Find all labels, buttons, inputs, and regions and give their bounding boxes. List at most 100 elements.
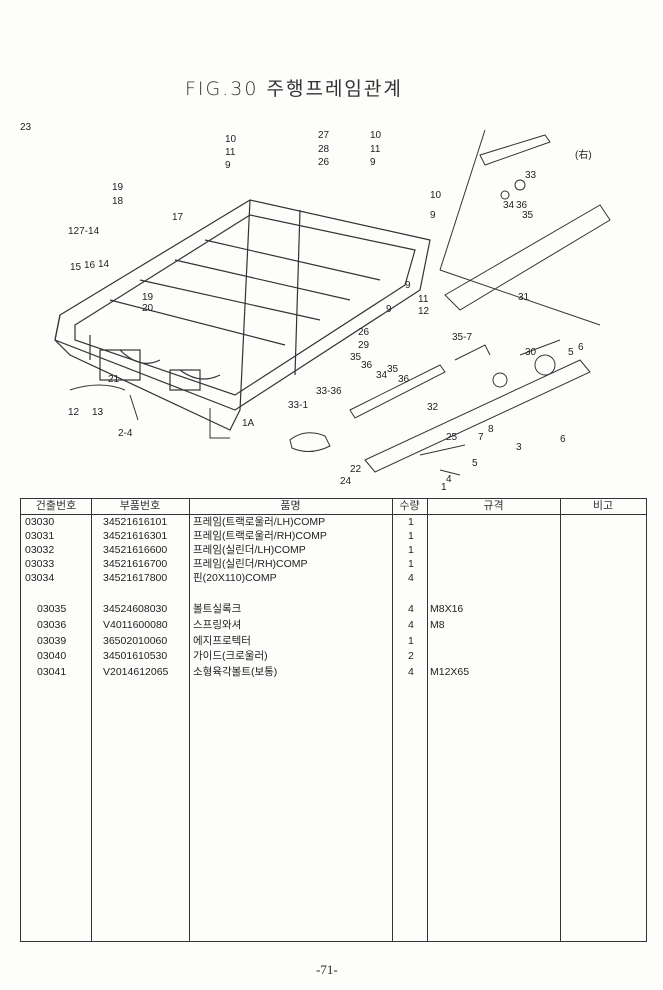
callout-label: 18 bbox=[112, 196, 124, 207]
callout-label: 32 bbox=[427, 402, 439, 413]
callout-label: 11 bbox=[225, 147, 236, 158]
row-ref: 03030 bbox=[25, 516, 55, 528]
callout-label: 12 bbox=[418, 306, 430, 317]
row-part: 34524608030 bbox=[103, 603, 168, 615]
row-part: V2014612065 bbox=[103, 666, 169, 678]
header-remarks: 비고 bbox=[560, 499, 646, 515]
callout-label: 34 bbox=[376, 370, 388, 381]
header-part-number: 부품번호 bbox=[91, 499, 189, 515]
row-name: 볼트실록크 bbox=[193, 603, 242, 615]
callout-label: 6 bbox=[578, 342, 584, 353]
callout-label: 13 bbox=[92, 407, 104, 418]
column-divider bbox=[392, 499, 393, 941]
row-part: 36502010060 bbox=[103, 635, 168, 647]
callout-label: 35-7 bbox=[452, 332, 472, 343]
lower-parts-drawing bbox=[69, 339, 591, 476]
column-divider bbox=[560, 499, 561, 941]
callout-label: 19 bbox=[142, 292, 154, 303]
row-part: 34521616700 bbox=[103, 558, 168, 570]
callout-label: 26 bbox=[318, 157, 330, 168]
header-name: 품명 bbox=[189, 499, 392, 515]
column-divider bbox=[189, 499, 190, 941]
callout-label: 33-36 bbox=[316, 386, 342, 397]
row-name: 프레임(실린더/RH)COMP bbox=[193, 558, 308, 570]
inset-drawing bbox=[439, 129, 611, 326]
callout-label: 10 bbox=[370, 130, 382, 141]
row-qty: 1 bbox=[408, 635, 414, 647]
callout-label: 5 bbox=[568, 347, 574, 358]
callout-label: 8 bbox=[488, 424, 494, 435]
row-spec: M8 bbox=[430, 619, 445, 631]
header-spec: 규격 bbox=[427, 499, 560, 515]
row-ref: 03040 bbox=[37, 650, 67, 662]
callout-label: 10 bbox=[430, 190, 442, 201]
callout-label: 34 bbox=[503, 200, 515, 211]
row-part: 34521616301 bbox=[103, 530, 168, 542]
callout-label: 9 bbox=[430, 210, 436, 221]
row-spec: M12X65 bbox=[430, 666, 470, 678]
row-name: 핀(20X110)COMP bbox=[193, 572, 277, 584]
row-name: 프레임(실린더/LH)COMP bbox=[193, 544, 306, 556]
callout-label: 11 bbox=[418, 294, 429, 305]
callout-label: 4 bbox=[446, 474, 452, 485]
callout-label: 36 bbox=[398, 374, 410, 385]
callout-label: 17 bbox=[172, 212, 184, 223]
callout-label: 9 bbox=[405, 280, 411, 291]
row-part: 34521617800 bbox=[103, 572, 168, 584]
row-ref: 03036 bbox=[37, 619, 67, 631]
callout-label: 7 bbox=[478, 432, 484, 443]
callout-label: 9 bbox=[386, 304, 392, 315]
callout-label: 9 bbox=[225, 160, 231, 171]
header-ref: 건출번호 bbox=[21, 499, 91, 515]
callout-label: 33 bbox=[525, 170, 537, 181]
row-qty: 4 bbox=[408, 666, 414, 678]
callout-label: 1A bbox=[242, 418, 255, 429]
row-name: 소형육각볼트(보통) bbox=[193, 666, 278, 678]
callout-label: 2-4 bbox=[118, 428, 133, 439]
callout-label: 36 bbox=[361, 360, 373, 371]
callout-label: 5 bbox=[472, 458, 478, 469]
row-name: 프레임(트랙로울러/LH)COMP bbox=[193, 516, 326, 528]
callout-label: 21 bbox=[108, 374, 120, 385]
row-ref: 03034 bbox=[25, 572, 55, 584]
row-ref: 03041 bbox=[37, 666, 67, 678]
row-part: 34501610530 bbox=[103, 650, 168, 662]
callout-label: 25 bbox=[446, 432, 458, 443]
row-part: V4011600080 bbox=[103, 619, 168, 631]
callout-label: 23 bbox=[20, 122, 32, 133]
callout-label: 33-1 bbox=[288, 400, 308, 411]
callout-label: 14 bbox=[98, 259, 110, 270]
main-frame-drawing bbox=[54, 199, 431, 431]
row-qty: 1 bbox=[408, 558, 414, 570]
callout-label: 9 bbox=[370, 157, 376, 168]
row-ref: 03035 bbox=[37, 603, 67, 615]
row-qty: 4 bbox=[408, 603, 414, 615]
row-name: 에지프로텍터 bbox=[193, 635, 251, 647]
column-divider bbox=[91, 499, 92, 941]
row-name: 가이드(크로울러) bbox=[193, 650, 268, 662]
callout-label: 127-14 bbox=[68, 226, 100, 237]
callout-label: 26 bbox=[358, 327, 370, 338]
row-ref: 03039 bbox=[37, 635, 67, 647]
column-divider bbox=[427, 499, 428, 941]
row-qty: 4 bbox=[408, 572, 414, 584]
row-part: 34521616101 bbox=[103, 516, 168, 528]
callout-label: 27 bbox=[318, 130, 330, 141]
callout-label: 22 bbox=[350, 464, 362, 475]
callout-label: 3 bbox=[516, 442, 522, 453]
row-qty: 2 bbox=[408, 650, 414, 662]
figure-title: FIG.30 주행프레임관계 bbox=[185, 78, 403, 100]
callout-label: 36 bbox=[516, 200, 528, 211]
callout-label: 12 bbox=[68, 407, 80, 418]
row-part: 34521616600 bbox=[103, 544, 168, 556]
callout-label: 24 bbox=[340, 476, 352, 487]
row-ref: 03033 bbox=[25, 558, 55, 570]
row-qty: 1 bbox=[408, 516, 414, 528]
callout-label: 28 bbox=[318, 144, 330, 155]
callout-label: 6 bbox=[560, 434, 566, 445]
row-spec: M8X16 bbox=[430, 603, 464, 615]
row-name: 프레임(트랙로울러/RH)COMP bbox=[193, 530, 327, 542]
